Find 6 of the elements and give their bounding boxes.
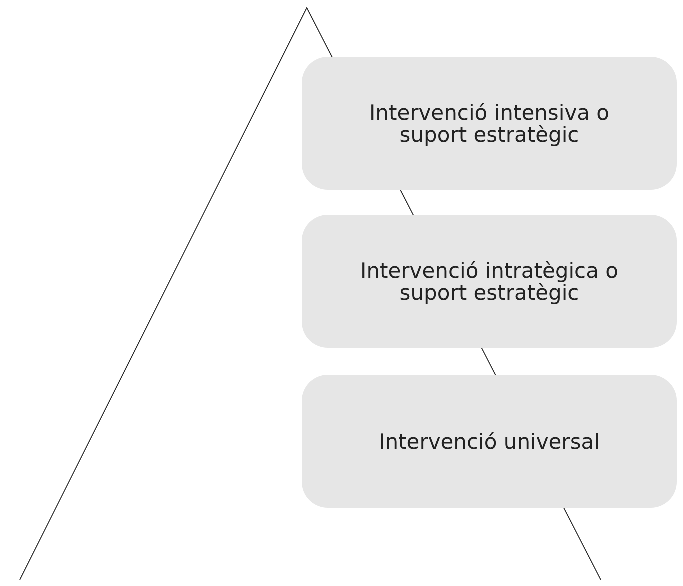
level-box (302, 375, 677, 508)
level-label: Intervenció universal (378, 430, 601, 452)
level-box (302, 215, 677, 348)
level-label: Intervenció intratègica o suport estratègic (360, 260, 620, 304)
level-label: Intervenció intensiva o suport estratègic (368, 102, 611, 146)
level-box (302, 57, 677, 190)
